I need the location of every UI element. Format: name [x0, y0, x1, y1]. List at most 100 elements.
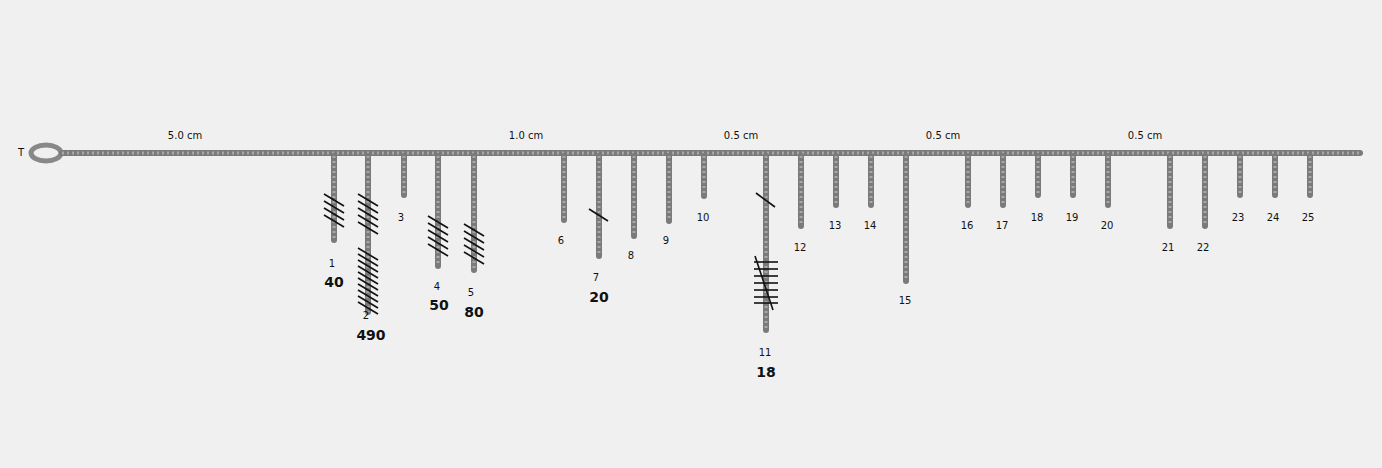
- dropper-line: [1272, 156, 1278, 195]
- tally-mark: [428, 223, 448, 235]
- callout-number: 8: [628, 251, 634, 261]
- callout-number: 11: [759, 348, 772, 358]
- dropper-line: [1105, 156, 1111, 205]
- dropper-line: [1035, 156, 1041, 195]
- dropper-line-twist: [1169, 156, 1172, 226]
- dropper-line: [868, 156, 874, 205]
- distance-label: 1.0 cm: [509, 131, 543, 141]
- callout-number: 22: [1197, 243, 1210, 253]
- dropper-line: [798, 156, 804, 226]
- tally-mark: [428, 216, 448, 228]
- callout-number: 18: [1031, 213, 1044, 223]
- callout-number: 14: [864, 221, 877, 231]
- dropper-line: [596, 156, 602, 256]
- dropper-line: [1237, 156, 1243, 195]
- dropper-line: [561, 156, 567, 220]
- callout-number: 12: [794, 243, 807, 253]
- distance-label: 5.0 cm: [168, 131, 202, 141]
- dropper-line-twist: [765, 156, 768, 330]
- distance-label: 0.5 cm: [926, 131, 960, 141]
- tally-mark: [464, 252, 484, 264]
- callout-number: 16: [961, 221, 974, 231]
- dropper-line-twist: [563, 156, 566, 220]
- dropper-line-twist: [473, 156, 476, 270]
- tally-mark: [754, 302, 778, 304]
- tally-mark: [754, 275, 778, 277]
- callout-number: 19: [1066, 213, 1079, 223]
- dropper-line-twist: [703, 156, 706, 196]
- tally-mark: [428, 237, 448, 249]
- tally-mark: [754, 268, 778, 270]
- tally-mark: [358, 222, 378, 234]
- tally-mark: [358, 254, 378, 266]
- callout-number: 23: [1232, 213, 1245, 223]
- distance-label: 0.5 cm: [724, 131, 758, 141]
- callout-number: 6: [558, 236, 564, 246]
- dropper-line-twist: [1002, 156, 1005, 205]
- tally-mark: [358, 248, 378, 260]
- callout-number: 21: [1162, 243, 1175, 253]
- tally-mark: [755, 256, 773, 310]
- tally-mark: [754, 296, 778, 298]
- callout-number: 7: [593, 273, 599, 283]
- distance-label: 0.5 cm: [1128, 131, 1162, 141]
- callout-number: 2: [363, 311, 369, 321]
- tally-mark: [464, 245, 484, 257]
- tally-mark: [428, 230, 448, 242]
- callout-number: 4: [434, 282, 440, 292]
- dropper-line: [1070, 156, 1076, 195]
- tally-mark: [358, 272, 378, 284]
- callout-number: 10: [697, 213, 710, 223]
- dropper-line: [1000, 156, 1006, 205]
- dropper-line: [1307, 156, 1313, 195]
- callout-number: 15: [899, 296, 912, 306]
- dropper-line-twist: [633, 156, 636, 236]
- tally-mark: [358, 278, 378, 290]
- dropper-line-twist: [800, 156, 803, 226]
- dropper-line: [903, 156, 909, 281]
- dropper-line: [1202, 156, 1208, 226]
- callout-number: 20: [1101, 221, 1114, 231]
- count-label: 40: [324, 275, 343, 289]
- count-label: 50: [429, 298, 448, 312]
- tally-mark: [324, 215, 344, 227]
- dropper-line: [701, 156, 707, 196]
- dropper-line-twist: [1309, 156, 1312, 195]
- tally-mark: [589, 209, 608, 221]
- loop: [31, 145, 61, 161]
- callout-number: 17: [996, 221, 1009, 231]
- main-line: [62, 150, 1360, 156]
- tally-mark: [754, 282, 778, 284]
- dropper-line-twist: [967, 156, 970, 205]
- dropper-line-twist: [668, 156, 671, 221]
- count-label: 20: [589, 290, 608, 304]
- tally-mark: [358, 284, 378, 296]
- tally-mark: [358, 215, 378, 227]
- dropper-line-twist: [1204, 156, 1207, 226]
- count-label: 490: [356, 328, 385, 342]
- main-line-twist: [62, 152, 1360, 155]
- dropper-line-twist: [1239, 156, 1242, 195]
- tally-mark: [428, 244, 448, 256]
- tally-mark: [464, 231, 484, 243]
- dropper-line-twist: [905, 156, 908, 281]
- dropper-line-twist: [870, 156, 873, 205]
- dropper-line-twist: [1274, 156, 1277, 195]
- tally-mark: [358, 290, 378, 302]
- dropper-line: [1167, 156, 1173, 226]
- count-label: 80: [464, 305, 483, 319]
- dropper-line-twist: [1107, 156, 1110, 205]
- callout-number: 3: [398, 213, 404, 223]
- tally-mark: [358, 208, 378, 220]
- dropper-line-twist: [1072, 156, 1075, 195]
- count-label: 18: [756, 365, 775, 379]
- tally-mark: [464, 224, 484, 236]
- tally-mark: [358, 296, 378, 308]
- tally-mark: [358, 266, 378, 278]
- dropper-line-twist: [333, 156, 336, 240]
- dropper-line-twist: [835, 156, 838, 205]
- dropper-line: [763, 156, 769, 330]
- tally-mark: [324, 201, 344, 213]
